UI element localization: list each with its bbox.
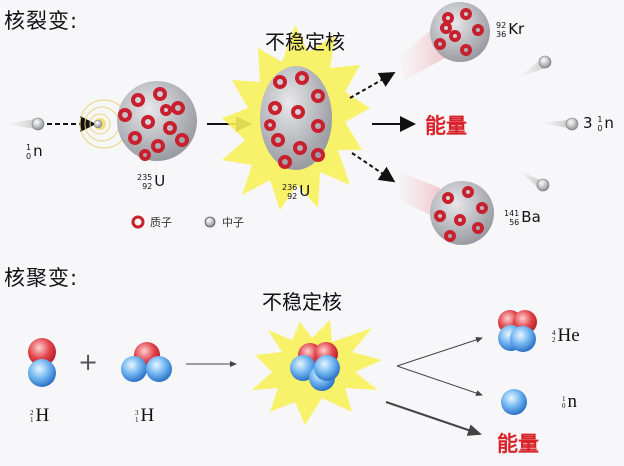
unstable-fusion-nucleus xyxy=(290,342,340,391)
arrow-to-he xyxy=(396,337,483,367)
arrow-to-energy-fusion xyxy=(385,401,482,436)
proton-legend-icon xyxy=(131,215,145,229)
kr-nucleus xyxy=(398,2,490,80)
u236-nucleus xyxy=(260,66,332,170)
arrow-to-n xyxy=(396,365,483,396)
u235-nucleus xyxy=(117,81,197,161)
fission-title: 核裂变: xyxy=(4,9,79,33)
tritium xyxy=(121,342,172,382)
fusion-energy-label: 能量 xyxy=(497,432,539,456)
fission-energy-label: 能量 xyxy=(425,114,467,138)
neutrons-out xyxy=(518,55,579,192)
deuterium xyxy=(28,338,56,387)
legend-neutron: 中子 xyxy=(222,216,244,229)
helium xyxy=(498,310,537,352)
fission-unstable-label: 不稳定核 xyxy=(265,30,345,54)
fusion-unstable-label: 不稳定核 xyxy=(262,290,342,314)
plus-sign: + xyxy=(78,348,99,376)
ba-nucleus xyxy=(395,170,494,245)
neutron-product xyxy=(501,389,527,415)
neutron-legend-icon xyxy=(204,216,216,228)
fusion-title: 核聚变: xyxy=(4,266,79,290)
legend-proton: 质子 xyxy=(150,216,172,229)
neutron-in xyxy=(5,117,45,131)
dashed-arrow-ba xyxy=(351,152,396,183)
dashed-arrow-kr xyxy=(349,72,396,99)
